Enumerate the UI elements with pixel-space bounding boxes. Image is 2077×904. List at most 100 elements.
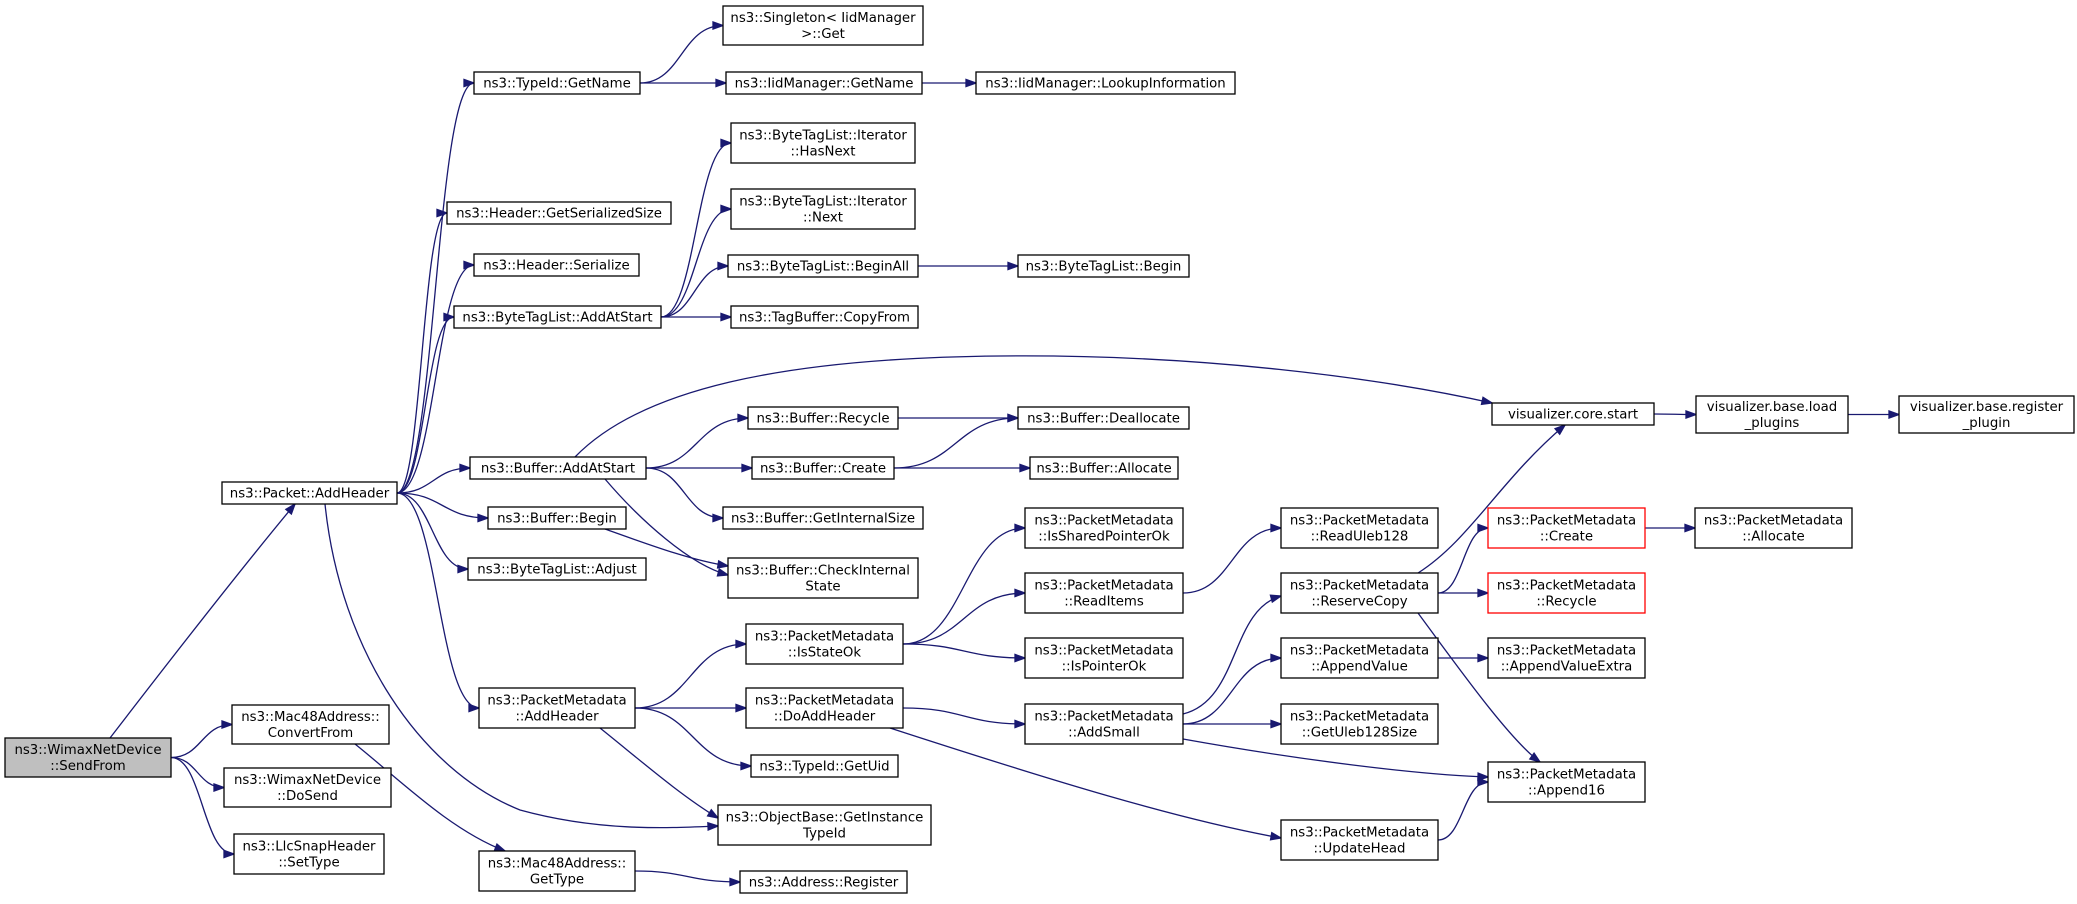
function-node-label: ns3::PacketMetadata — [1704, 514, 1843, 529]
function-node-pm-isstateok[interactable]: ns3::PacketMetadata::IsStateOk — [745, 623, 904, 665]
function-node-pm-appendvalueextra[interactable]: ns3::PacketMetadata::AppendValueExtra — [1487, 637, 1646, 679]
function-node-label: ns3::ByteTagList::Adjust — [477, 563, 636, 578]
call-edge-pm-addsmall-to-pm-appendvalue — [1182, 653, 1283, 725]
function-node-pm-append16[interactable]: ns3::PacketMetadata::Append16 — [1487, 761, 1646, 803]
function-node-buffer-create[interactable]: ns3::Buffer::Create — [751, 456, 895, 480]
call-edge-pm-addsmall-to-pm-append16 — [1182, 738, 1490, 782]
function-node-label: ::IsSharedPointerOk — [1038, 530, 1170, 545]
function-node-pm-getuleb128size[interactable]: ns3::PacketMetadata::GetUleb128Size — [1280, 703, 1439, 745]
function-node-label: visualizer.base.register — [1910, 400, 2064, 415]
function-node-label: ::AddHeader — [515, 710, 599, 725]
function-node-pm-allocate[interactable]: ns3::PacketMetadata::Allocate — [1694, 507, 1853, 549]
function-node-label: ::ReadUleb128 — [1311, 530, 1409, 545]
call-edge-packet-addheader-to-typeid-getname — [396, 78, 476, 494]
function-node-wimax-sendfrom[interactable]: ns3::WimaxNetDevice::SendFrom — [4, 737, 172, 778]
function-node-label: ::Recycle — [1536, 595, 1596, 610]
function-node-label: ns3::Header::GetSerializedSize — [456, 207, 662, 222]
call-edge-pm-doaddheader-to-pm-updatehead — [889, 727, 1283, 841]
function-node-bytetaglist-beginall[interactable]: ns3::ByteTagList::BeginAll — [727, 254, 919, 278]
call-edge-pm-addheader-to-objectbase-getinstancetypeid — [599, 727, 720, 819]
function-node-pm-ispointerok[interactable]: ns3::PacketMetadata::IsPointerOk — [1024, 637, 1184, 679]
function-node-mac48-gettype[interactable]: ns3::Mac48Address::GetType — [478, 850, 636, 892]
function-node-label: ns3::Buffer::Create — [760, 462, 886, 477]
function-node-bti-hasnext[interactable]: ns3::ByteTagList::Iterator::HasNext — [730, 122, 916, 164]
function-node-llcsnap-settype[interactable]: ns3::LlcSnapHeader::SetType — [233, 833, 385, 875]
call-edge-mac48-gettype-to-address-register — [634, 870, 742, 887]
call-edge-pm-reservecopy-to-pm-create — [1437, 523, 1490, 594]
function-node-typeid-getuid[interactable]: ns3::TypeId::GetUid — [750, 754, 899, 778]
function-node-header-serialize[interactable]: ns3::Header::Serialize — [473, 253, 640, 277]
call-edge-bytetaglist-beginall-to-bytetaglist-begin — [918, 261, 1020, 271]
function-node-pm-readuleb128[interactable]: ns3::PacketMetadata::ReadUleb128 — [1280, 507, 1439, 549]
function-node-singleton-get[interactable]: ns3::Singleton< IidManager >::Get — [722, 5, 924, 46]
function-node-packet-addheader[interactable]: ns3::Packet::AddHeader — [221, 481, 398, 505]
function-node-label: ns3::PacketMetadata — [1034, 710, 1173, 725]
function-node-pm-addheader[interactable]: ns3::PacketMetadata::AddHeader — [478, 687, 636, 729]
function-node-visualizer-core-start[interactable]: visualizer.core.start — [1491, 402, 1655, 426]
function-node-buffer-begin[interactable]: ns3::Buffer::Begin — [487, 506, 627, 530]
function-node-pm-issharedpointerok[interactable]: ns3::PacketMetadata::IsSharedPointerOk — [1024, 507, 1184, 549]
function-node-tagbuffer-copyfrom[interactable]: ns3::TagBuffer::CopyFrom — [730, 305, 919, 329]
function-node-pm-doaddheader[interactable]: ns3::PacketMetadata::DoAddHeader — [745, 687, 904, 729]
function-node-visualizer-base-register-plugin[interactable]: visualizer.base.register_plugin — [1898, 395, 2075, 434]
function-node-label: ::IsStateOk — [788, 646, 861, 661]
function-node-label: ::Create — [1540, 530, 1593, 545]
function-node-iidmanager-getname[interactable]: ns3::IidManager::GetName — [725, 71, 923, 95]
function-node-label: ::GetUleb128Size — [1302, 726, 1417, 741]
function-node-typeid-getname[interactable]: ns3::TypeId::GetName — [473, 71, 641, 95]
function-node-iidmanager-lookupinformation[interactable]: ns3::IidManager::LookupInformation — [975, 71, 1236, 95]
function-node-bytetaglist-begin[interactable]: ns3::ByteTagList::Begin — [1017, 254, 1190, 278]
function-node-label: ns3::Buffer::Recycle — [756, 412, 889, 427]
function-node-address-register[interactable]: ns3::Address::Register — [739, 870, 908, 894]
function-node-pm-appendvalue[interactable]: ns3::PacketMetadata::AppendValue — [1280, 637, 1439, 679]
call-edge-buffer-addatstart-to-buffer-checkinternalstate — [604, 478, 730, 577]
call-edge-typeid-getname-to-singleton-get — [639, 20, 725, 84]
call-edge-packet-addheader-to-buffer-addatstart — [396, 463, 472, 494]
function-node-label: ns3::PacketMetadata — [487, 694, 626, 709]
function-node-label: ns3::Singleton< IidManager — [730, 11, 916, 26]
function-node-buffer-allocate[interactable]: ns3::Buffer::Allocate — [1029, 456, 1179, 480]
function-node-wimax-dosend[interactable]: ns3::WimaxNetDevice::DoSend — [223, 767, 392, 808]
function-node-visualizer-base-load-plugins[interactable]: visualizer.base.load_plugins — [1695, 395, 1849, 434]
function-node-label: ::AppendValue — [1311, 660, 1408, 675]
function-node-mac48-convertfrom[interactable]: ns3::Mac48Address::ConvertFrom — [231, 704, 390, 745]
function-node-label: ns3::PacketMetadata — [1497, 514, 1636, 529]
function-node-header-getserializedsize[interactable]: ns3::Header::GetSerializedSize — [446, 201, 672, 225]
call-edge-pm-readitems-to-pm-readuleb128 — [1182, 523, 1283, 594]
function-node-bytetaglist-addatstart[interactable]: ns3::ByteTagList::AddAtStart — [453, 305, 662, 329]
function-node-bytetaglist-adjust[interactable]: ns3::ByteTagList::Adjust — [467, 557, 647, 581]
function-node-label: TypeId — [802, 827, 846, 842]
function-node-label: ns3::ByteTagList::Begin — [1026, 260, 1182, 275]
function-node-pm-reservecopy[interactable]: ns3::PacketMetadata::ReserveCopy — [1280, 572, 1439, 614]
call-edge-pm-addsmall-to-pm-getuleb128size — [1182, 719, 1283, 729]
call-edge-bytetaglist-addatstart-to-bti-hasnext — [660, 138, 733, 318]
function-node-buffer-addatstart[interactable]: ns3::Buffer::AddAtStart — [469, 456, 647, 480]
function-node-label: ::Allocate — [1742, 530, 1804, 545]
function-node-pm-create[interactable]: ns3::PacketMetadata::Create — [1487, 507, 1646, 549]
function-node-label: ns3::PacketMetadata — [1034, 644, 1173, 659]
function-node-label: ns3::PacketMetadata — [1290, 710, 1429, 725]
call-edge-packet-addheader-to-pm-addheader — [396, 492, 481, 713]
function-node-label: ns3::PacketMetadata — [1497, 579, 1636, 594]
function-node-label: ns3::IidManager::GetName — [735, 77, 914, 92]
function-node-pm-updatehead[interactable]: ns3::PacketMetadata::UpdateHead — [1280, 819, 1439, 861]
function-node-label: ns3::Mac48Address:: — [488, 857, 627, 872]
function-node-label: ::Append16 — [1528, 784, 1605, 799]
call-edge-visualizer-base-load-plugins-to-visualizer-base-register-plugin — [1848, 409, 1901, 420]
function-node-pm-addsmall[interactable]: ns3::PacketMetadata::AddSmall — [1024, 703, 1184, 745]
function-node-label: ns3::IidManager::LookupInformation — [985, 77, 1225, 92]
function-node-pm-recycle[interactable]: ns3::PacketMetadata::Recycle — [1487, 572, 1646, 614]
call-edge-buffer-addatstart-to-buffer-recycle — [645, 413, 750, 469]
function-node-pm-readitems[interactable]: ns3::PacketMetadata::ReadItems — [1024, 572, 1184, 614]
call-edge-typeid-getname-to-iidmanager-getname — [640, 78, 728, 88]
function-node-buffer-recycle[interactable]: ns3::Buffer::Recycle — [747, 406, 899, 430]
call-edge-pm-updatehead-to-pm-append16 — [1437, 777, 1490, 841]
function-node-bti-next[interactable]: ns3::ByteTagList::Iterator::Next — [730, 188, 916, 230]
function-node-label: ns3::Buffer::Deallocate — [1027, 412, 1180, 427]
function-node-buffer-getinternalsize[interactable]: ns3::Buffer::GetInternalSize — [722, 506, 924, 530]
function-node-buffer-deallocate[interactable]: ns3::Buffer::Deallocate — [1017, 406, 1190, 430]
call-edge-pm-isstateok-to-pm-readitems — [902, 588, 1027, 645]
function-node-label: >::Get — [801, 27, 845, 42]
